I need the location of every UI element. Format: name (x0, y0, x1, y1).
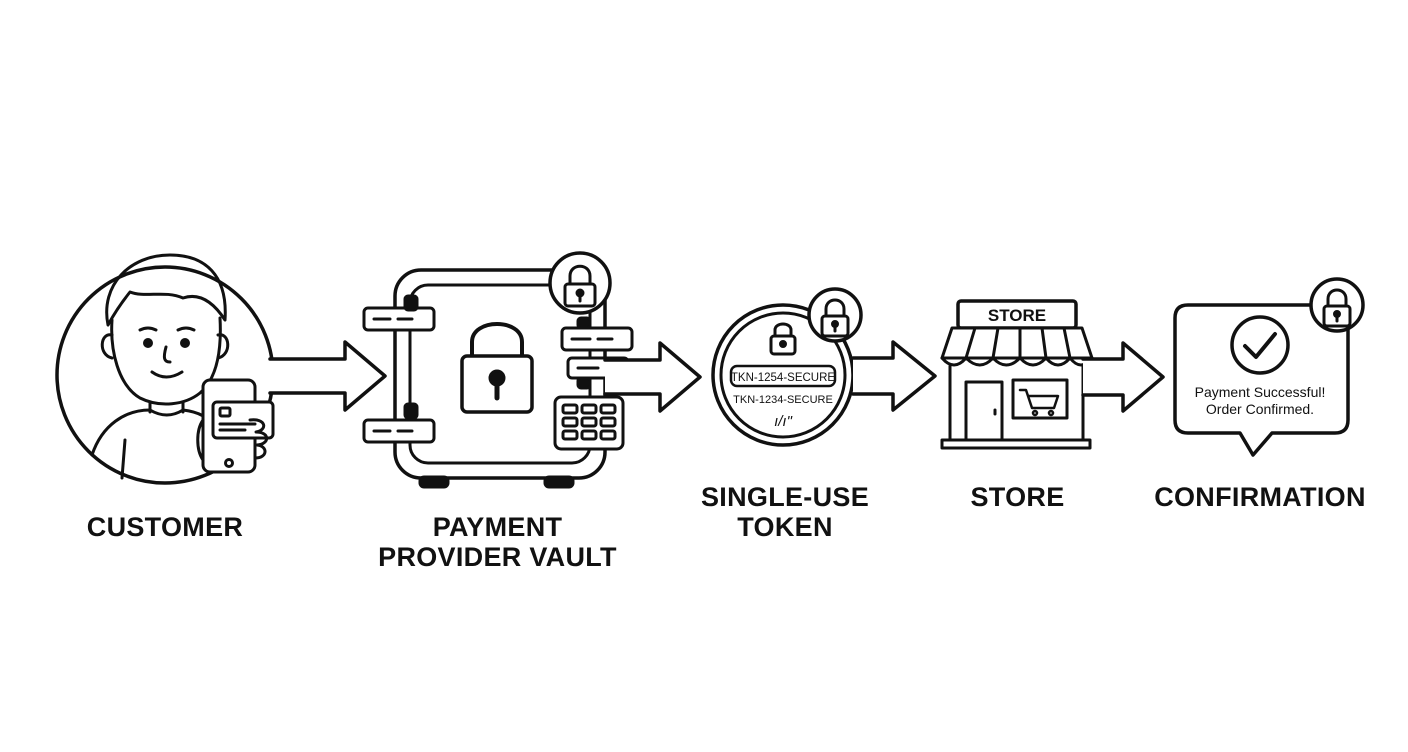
token-code-pill (729, 364, 837, 388)
step-label-confirmation: CONFIRMATION (1154, 482, 1366, 512)
credit-card-icon (211, 400, 275, 440)
arrow-icon (603, 341, 702, 413)
token-node: TKN-1254-SECURE TKN-1234-SECURE ı/ı" (711, 287, 863, 447)
keypad-icon (553, 395, 625, 451)
arrow-icon (851, 340, 937, 412)
arrow-icon (1081, 341, 1165, 413)
store-sign-text: STORE (988, 306, 1046, 325)
step-label-store: STORE (970, 482, 1065, 512)
confirmation-line-1: Payment Successful! (1195, 384, 1326, 400)
arrow-icon (268, 340, 387, 412)
person-icon (90, 253, 230, 480)
phone-icon (196, 378, 275, 474)
checkmark-icon (1230, 315, 1290, 375)
customer-node (55, 253, 275, 485)
confirmation-node: Payment Successful! Order Confirmed. (1173, 277, 1365, 457)
token-code-primary: TKN-1254-SECURE (731, 372, 835, 384)
vault-node (362, 251, 634, 489)
store-node: STORE (940, 299, 1094, 450)
confirmation-lock-badge-icon (1309, 277, 1365, 333)
token-code-secondary: TKN-1234-SECURE (733, 394, 833, 406)
cart-icon (1018, 388, 1060, 417)
step-label-customer: CUSTOMER (86, 512, 244, 542)
step-label-vault: PAYMENT PROVIDER VAULT (378, 512, 617, 572)
vault-lock-badge-icon (548, 251, 612, 315)
storefront-icon: STORE (940, 299, 1094, 450)
confirmation-line-2: Order Confirmed. (1206, 401, 1314, 417)
token-scribble: ı/ı" (774, 413, 793, 430)
step-label-token: SINGLE-USE TOKEN (700, 482, 870, 542)
padlock-icon (460, 322, 534, 414)
token-lock-badge-icon (807, 287, 863, 343)
